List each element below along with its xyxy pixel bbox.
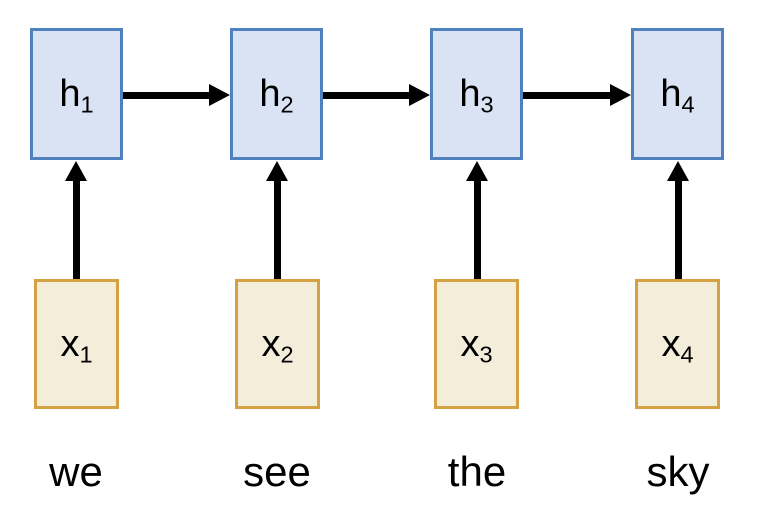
arrow-up-head-icon xyxy=(65,161,87,181)
word-label-the: the xyxy=(447,448,507,495)
input-arrow-x4-to-h4 xyxy=(667,161,689,279)
input-box-x3: x3 xyxy=(434,279,519,409)
arrow-right-head-icon xyxy=(409,84,430,106)
arrow-up-head-icon xyxy=(466,161,488,181)
hidden-state-label-h3: h3 xyxy=(459,73,494,118)
arrow-shaft xyxy=(72,179,80,279)
recurrent-arrow-h1-to-h2 xyxy=(123,84,230,106)
input-arrow-x3-to-h3 xyxy=(466,161,488,279)
word-label-see: see xyxy=(243,448,311,495)
input-label-x3: x3 xyxy=(460,323,493,368)
arrow-shaft xyxy=(473,179,481,279)
input-box-x4: x4 xyxy=(635,279,720,409)
word-label-sky: sky xyxy=(646,448,710,495)
arrow-right-head-icon xyxy=(209,84,230,106)
input-box-x2: x2 xyxy=(235,279,320,409)
arrow-shaft xyxy=(674,179,682,279)
input-arrow-x1-to-h1 xyxy=(65,161,87,279)
hidden-state-label-h4: h4 xyxy=(660,73,695,118)
arrow-shaft xyxy=(123,91,210,99)
arrow-up-head-icon xyxy=(667,161,689,181)
input-label-x1: x1 xyxy=(60,323,93,368)
arrow-up-head-icon xyxy=(266,161,288,181)
input-label-x2: x2 xyxy=(261,323,294,368)
input-box-x1: x1 xyxy=(34,279,119,409)
arrow-right-head-icon xyxy=(610,84,631,106)
hidden-state-label-h1: h1 xyxy=(59,73,94,118)
arrow-shaft xyxy=(323,91,410,99)
input-label-x4: x4 xyxy=(661,323,694,368)
arrow-shaft xyxy=(523,91,611,99)
recurrent-arrow-h2-to-h3 xyxy=(323,84,430,106)
hidden-state-label-h2: h2 xyxy=(259,73,294,118)
hidden-state-box-h4: h4 xyxy=(631,28,724,160)
hidden-state-box-h3: h3 xyxy=(430,28,523,160)
recurrent-arrow-h3-to-h4 xyxy=(523,84,631,106)
hidden-state-box-h2: h2 xyxy=(230,28,323,160)
word-label-we: we xyxy=(49,448,103,495)
arrow-shaft xyxy=(273,179,281,279)
hidden-state-box-h1: h1 xyxy=(30,28,123,160)
input-arrow-x2-to-h2 xyxy=(266,161,288,279)
